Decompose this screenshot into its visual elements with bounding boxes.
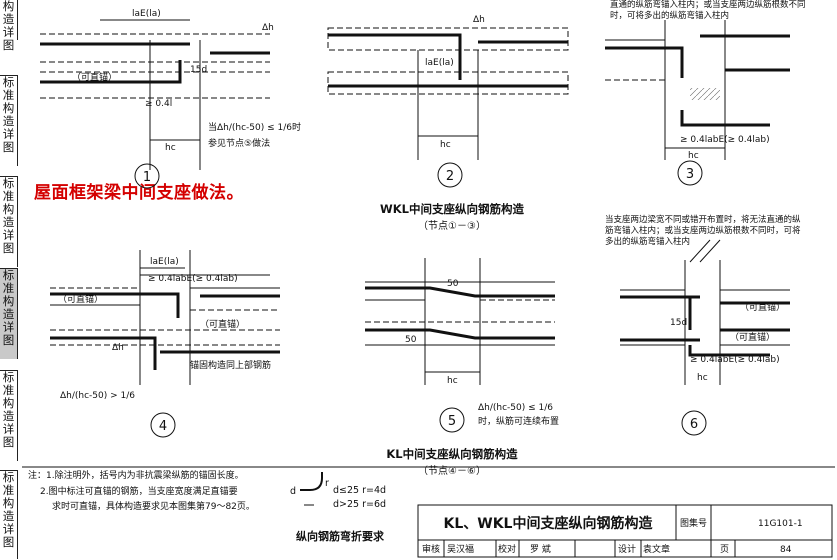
sidebar-tab-5[interactable]: 标准构造详图 xyxy=(0,370,18,461)
node-5-cond2: 时，纵筋可连续布置 xyxy=(478,415,559,427)
node-1-anchor: ≥ 0.4l xyxy=(145,99,172,109)
node-3-hc: hc xyxy=(688,151,699,161)
group-top-title: WKL中间支座纵向钢筋构造 xyxy=(380,202,524,216)
sidebar-tab-1[interactable]: 构造详图 xyxy=(0,0,18,52)
bend-rule-1: d≤25 r=4d xyxy=(333,485,386,496)
bend-rule-2: d>25 r=6d xyxy=(333,499,386,510)
review-name: 吴汉福 xyxy=(447,543,474,555)
node-1-cond2: 参见节点⑤做法 xyxy=(208,137,270,149)
node-5-number: 5 xyxy=(448,414,456,429)
node-4-cond: Δh/(hc-50) > 1/6 xyxy=(60,391,135,401)
sidebar-tab-label: 标准构造详图 xyxy=(2,176,15,255)
sidebar-tab-4[interactable]: 标准构造详图 xyxy=(0,268,18,359)
atlas-label: 图集号 xyxy=(680,517,707,529)
node-1-lae: laE(la) xyxy=(132,9,161,19)
bend-d-label: d xyxy=(290,486,296,497)
node-2-lae: laE(la) xyxy=(425,58,454,68)
red-annotation: 屋面框架梁中间支座做法。 xyxy=(34,183,244,203)
design-name: 袁文章 xyxy=(643,543,670,555)
node-3-drawing xyxy=(605,20,790,160)
node-6-straight: （可直锚） xyxy=(740,301,785,313)
node-4-leader: 锚固构造同上部钢筋 xyxy=(190,359,271,371)
sidebar-tab-6[interactable]: 标准构造详图 xyxy=(0,470,18,559)
node-1-cond: 当Δh/(hc-50) ≤ 1/6时 xyxy=(208,121,301,133)
sidebar-tab-label: 构造详图 xyxy=(2,0,15,52)
atlas-number: 11G101-1 xyxy=(758,519,803,529)
node-5-cond: Δh/(hc-50) ≤ 1/6 xyxy=(478,403,553,413)
node-6-hc: hc xyxy=(697,373,708,383)
group-top-subtitle: （节点①－③） xyxy=(418,220,486,232)
sidebar-tab-label: 标准构造详图 xyxy=(2,75,15,154)
node-4-number: 4 xyxy=(159,419,167,434)
bend-r-label: r xyxy=(325,478,329,489)
drawing-title: KL、WKL中间支座纵向钢筋构造 xyxy=(444,515,653,532)
node-6-bend: 15d xyxy=(670,318,687,328)
node-6-anchor: ≥ 0.4labE(≥ 0.4lab) xyxy=(690,355,780,365)
node-5-drawing xyxy=(365,258,555,385)
node-4-drawing xyxy=(50,250,280,385)
node-4-lae: laE(la) xyxy=(150,257,179,267)
node-2-number: 2 xyxy=(446,169,454,184)
node-4-anchor: ≥ 0.4labE(≥ 0.4lab) xyxy=(148,274,238,284)
node-2-hc: hc xyxy=(440,140,451,150)
bend-title: 纵向钢筋弯折要求 xyxy=(296,529,385,543)
design-label: 设计 xyxy=(618,543,636,555)
sidebar-tab-label: 标准构造详图 xyxy=(2,268,15,347)
sidebar-tab-3[interactable]: 标准构造详图 xyxy=(0,176,18,267)
note-3: 求时可直锚，具体构造要求见本图集第79～82页。 xyxy=(52,500,255,512)
node-1-number: 1 xyxy=(143,170,151,185)
check-name: 罗 斌 xyxy=(530,543,551,555)
node-5-v2: 50 xyxy=(405,335,417,345)
page-number: 84 xyxy=(780,545,792,555)
node-6-drawing xyxy=(620,239,790,385)
node-1-drawing xyxy=(40,19,270,170)
check-label: 校对 xyxy=(498,543,516,555)
page-label: 页 xyxy=(720,544,729,555)
note-2: 2.图中标注可直锚的钢筋，当支座宽度满足直锚要 xyxy=(40,485,238,497)
review-label: 审核 xyxy=(422,543,440,555)
node-5-hc: hc xyxy=(447,376,458,386)
group-bottom-subtitle: （节点④－⑥） xyxy=(418,465,486,477)
node-1-hc: hc xyxy=(165,143,176,153)
node-2-drawing xyxy=(327,27,569,160)
group-bottom-title: KL中间支座纵向钢筋构造 xyxy=(386,447,518,461)
node-4-straight: （可直锚） xyxy=(58,293,103,305)
node-3-note: 直通的纵筋弯锚入柱内；或当支座两边纵筋根数不同时，可将多出的纵筋弯锚入柱内 xyxy=(610,0,806,21)
note-1: 注：1.除注明外，括号内为非抗震梁纵筋的锚固长度。 xyxy=(28,469,244,481)
node-6-straight2: （可直锚） xyxy=(730,331,775,343)
node-6-number: 6 xyxy=(690,417,698,432)
node-2-delta: Δh xyxy=(473,15,485,25)
node-1-bend: 15d xyxy=(190,65,207,75)
sidebar-tab-label: 标准构造详图 xyxy=(2,370,15,449)
sidebar-tab-label: 标准构造详图 xyxy=(2,470,15,549)
sidebar-tab-2[interactable]: 标准构造详图 xyxy=(0,75,18,166)
node-6-note: 当支座两边梁宽不同或错开布置时，将无法直通的纵筋弯锚入柱内；或当支座两边纵筋根数… xyxy=(605,215,801,247)
node-3-anchor: ≥ 0.4labE(≥ 0.4lab) xyxy=(680,135,770,145)
node-5-v1: 50 xyxy=(447,279,459,289)
node-3-number: 3 xyxy=(686,167,694,182)
node-4-delta: Δh xyxy=(112,343,124,353)
node-1-delta: Δh xyxy=(262,23,274,33)
node-1-straight: （可直锚） xyxy=(72,71,117,83)
node-4-straight2: （可直锚） xyxy=(200,318,245,330)
